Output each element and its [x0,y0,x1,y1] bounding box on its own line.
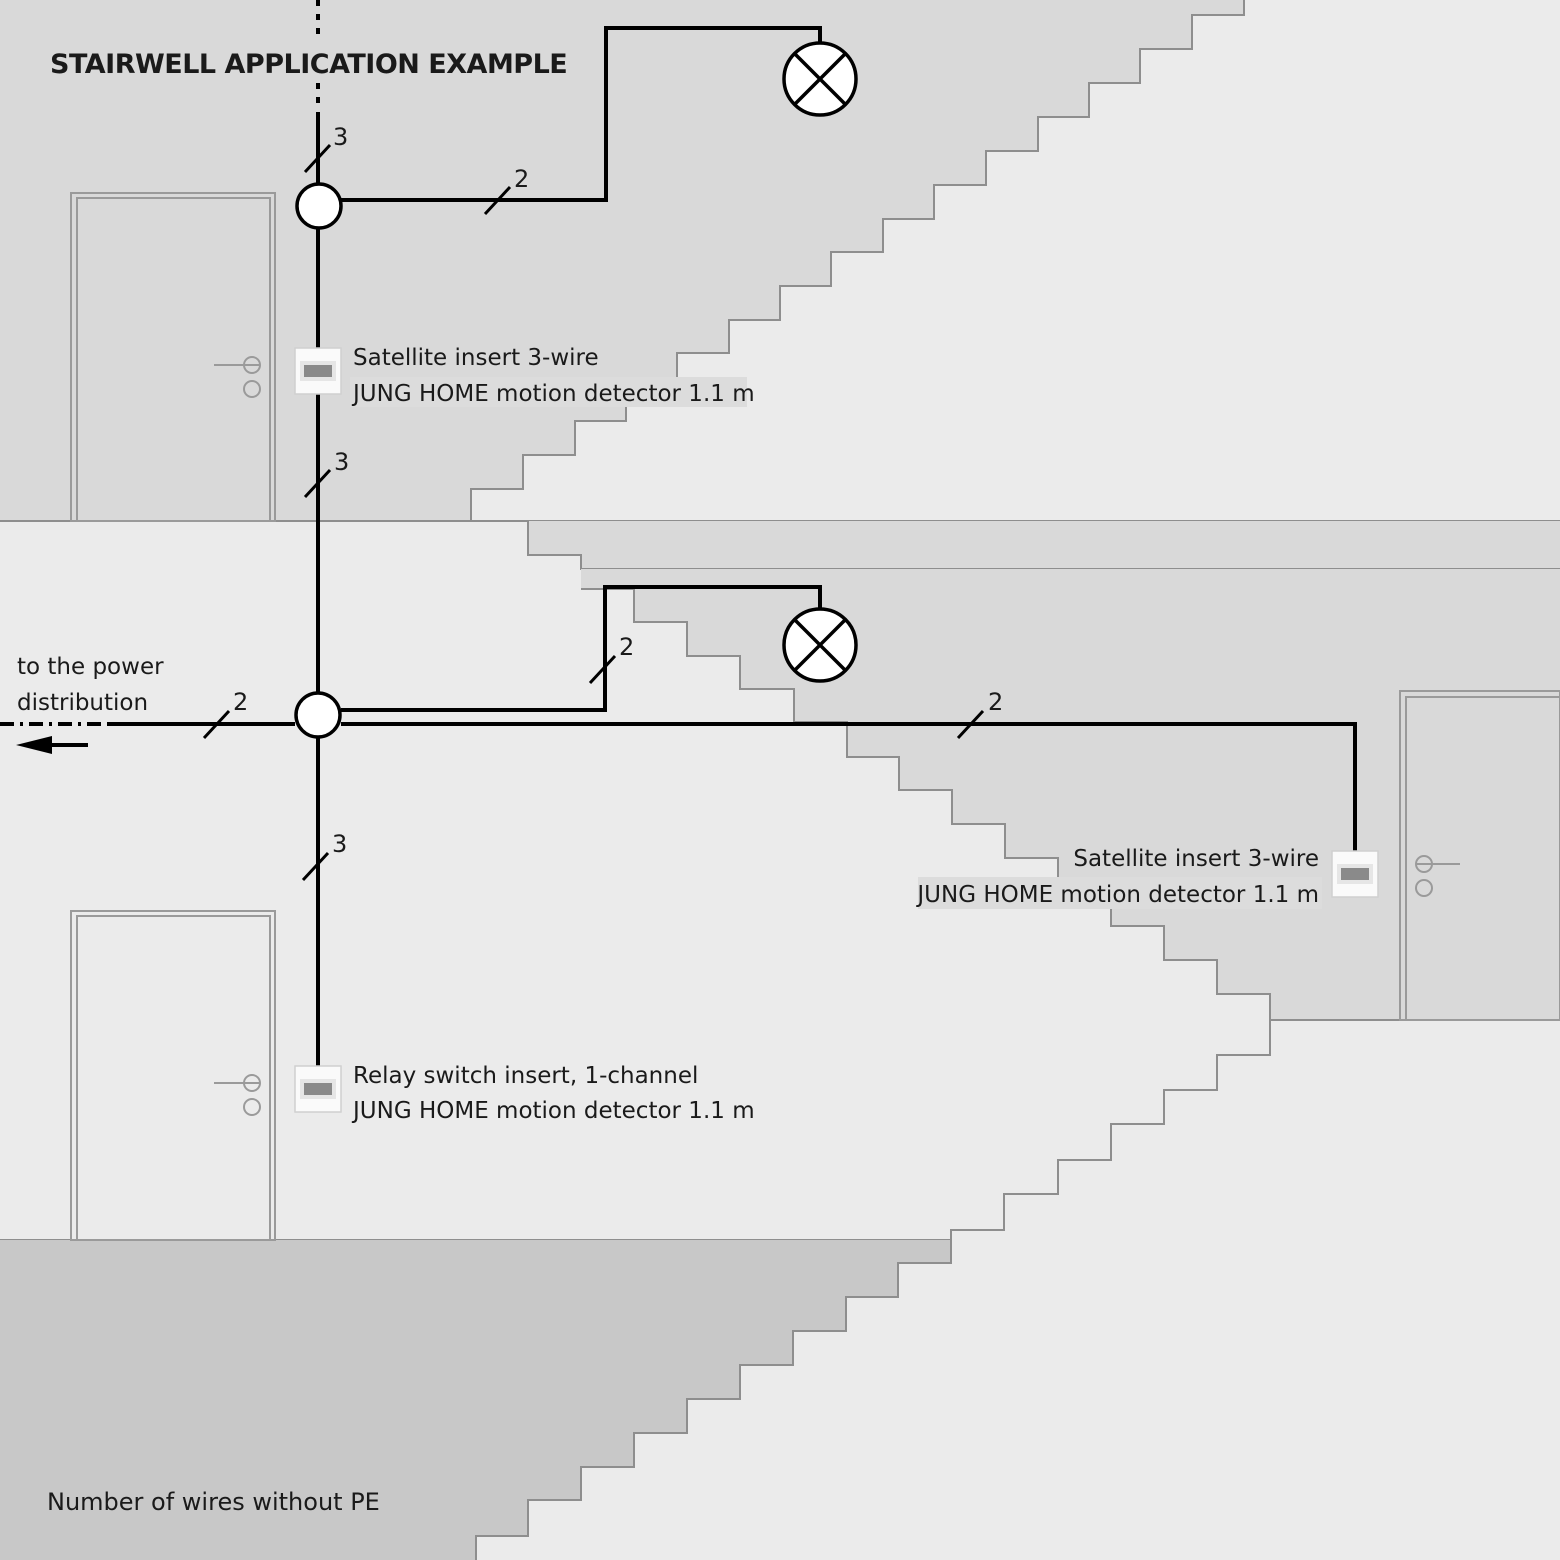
label-highlight [350,377,747,407]
device-label-line2: JUNG HOME motion detector 1.1 m [351,1098,755,1124]
arrow-left-icon [16,736,88,754]
wire-count-tick [303,468,332,499]
wire-count-label: 2 [988,688,1003,716]
page-title: STAIRWELL APPLICATION EXAMPLE [50,49,567,80]
wire-count-label: 3 [334,448,349,476]
lower-lamp-wire [341,585,822,712]
wire-count-label: 2 [233,688,248,716]
landing-slab [528,521,1560,569]
motion-detector-icon [294,1065,342,1113]
device-label-line1: Relay switch insert, 1-channel [353,1063,698,1089]
label-highlight [918,877,1322,909]
lamp-icon [782,41,858,117]
wire-count-tick [483,185,512,216]
wire-count-label: 3 [332,830,347,858]
middle-stair-outline [581,588,1271,1020]
upper-stair-outline [470,0,1245,521]
device-label-line2: JUNG HOME motion detector 1.1 m [915,882,1319,908]
wire-count-tick [956,709,985,740]
wire-count-label: 2 [514,165,529,193]
motion-detector-icon [1331,850,1379,898]
device-label-line1: Satellite insert 3-wire [1073,846,1319,872]
door-icon [70,910,276,1241]
basement-stair-shade [0,1240,951,1560]
device-label-line1: Satellite insert 3-wire [353,345,599,371]
power-distribution-label: distribution [17,690,148,716]
wire-count-tick [301,851,330,882]
wire-count-label: 3 [333,123,348,151]
wire-count-tick [303,143,332,174]
basement-stair-outline [475,1240,952,1560]
lamp-icon [782,607,858,683]
upper-lamp-wire [341,26,822,202]
wire-count-tick [588,654,617,685]
wire-count-label: 2 [619,633,634,661]
device-label-line2: JUNG HOME motion detector 1.1 m [351,381,755,407]
right-branch-wire [341,722,1357,852]
footer-note: Number of wires without PE [47,1488,380,1516]
door-icon [1399,690,1560,1021]
junction-box-icon [294,691,342,739]
power-distribution-label: to the power [17,654,164,680]
junction-box-icon [295,182,343,230]
wire-count-tick [202,709,231,740]
door-icon [70,192,276,522]
motion-detector-icon [294,347,342,395]
lower-rising-stair-outline [950,1020,1271,1240]
